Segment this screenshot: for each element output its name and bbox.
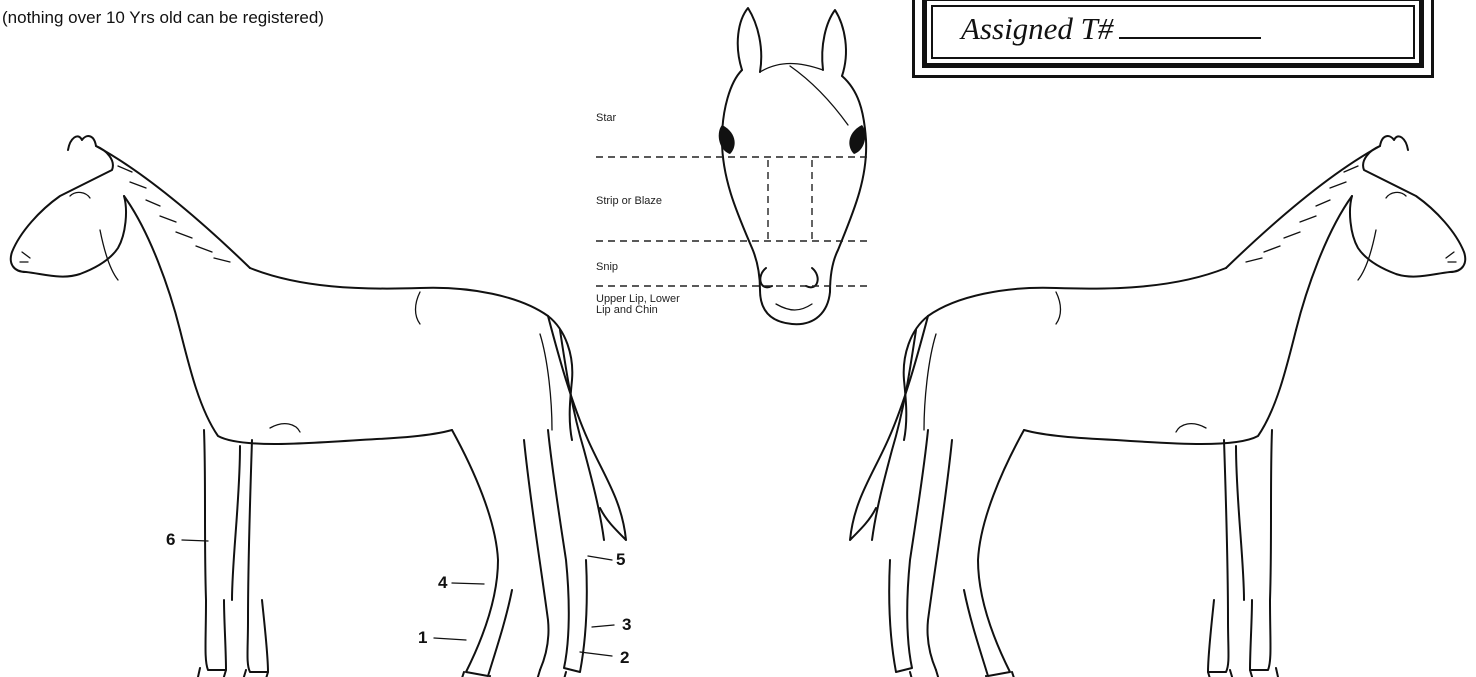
leg-number-4: 4: [438, 573, 448, 592]
face-label-lip-chin-2: Lip and Chin: [596, 304, 658, 316]
leg-number-5: 5: [616, 550, 625, 569]
leg-number-2: 2: [620, 648, 629, 667]
face-label-snip: Snip: [596, 261, 618, 273]
leg-number-1: 1: [418, 628, 427, 647]
leg-number-3: 3: [622, 615, 631, 634]
horse-face-diagram: Star Strip or Blaze Snip Upper Lip, Lowe…: [596, 8, 872, 324]
leg-number-labels: 6 4 1 5 3 2: [166, 530, 631, 667]
horse-left-side-outline: [11, 136, 626, 677]
face-label-strip-blaze: Strip or Blaze: [596, 195, 662, 207]
horse-right-side-outline: [850, 136, 1465, 677]
face-label-star: Star: [596, 112, 617, 124]
leg-number-6: 6: [166, 530, 175, 549]
